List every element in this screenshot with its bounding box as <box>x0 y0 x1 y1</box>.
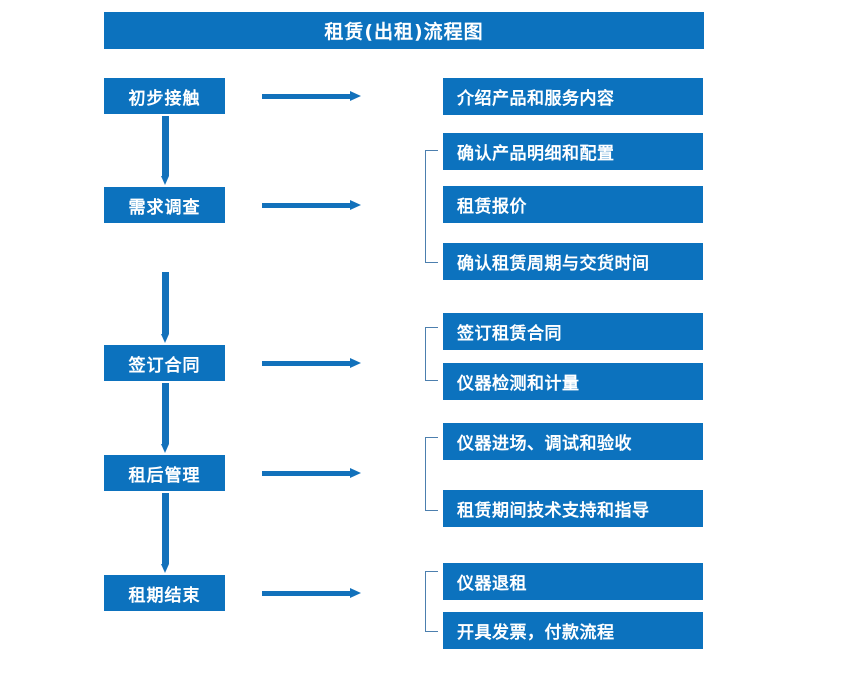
arrow-stem <box>162 272 169 334</box>
horizontal-arrow-4 <box>262 467 361 479</box>
stage-box-5[interactable]: 租期结束 <box>104 575 225 611</box>
horizontal-arrow-2 <box>262 199 361 211</box>
arrow-stem <box>262 361 352 366</box>
detail-box-7[interactable]: 仪器进场、调试和验收 <box>443 423 703 460</box>
detail-box-8[interactable]: 租赁期间技术支持和指导 <box>443 490 703 527</box>
detail-box-4[interactable]: 确认租赁周期与交货时间 <box>443 243 703 280</box>
detail-box-1[interactable]: 介绍产品和服务内容 <box>443 78 703 115</box>
horizontal-arrow-5 <box>262 587 361 599</box>
detail-box-5[interactable]: 签订租赁合同 <box>443 313 703 350</box>
horizontal-arrow-1 <box>262 90 361 102</box>
arrow-head-icon <box>161 334 169 343</box>
group-bracket-1 <box>425 150 438 263</box>
arrow-head-icon <box>161 444 169 453</box>
arrow-stem <box>162 383 169 444</box>
arrow-head-icon <box>350 357 361 368</box>
detail-box-10[interactable]: 开具发票，付款流程 <box>443 612 703 649</box>
arrow-stem <box>162 116 169 176</box>
arrow-head-icon <box>350 587 361 598</box>
stage-box-3[interactable]: 签订合同 <box>104 345 225 381</box>
stage-box-1[interactable]: 初步接触 <box>104 78 225 114</box>
detail-box-2[interactable]: 确认产品明细和配置 <box>443 133 703 170</box>
arrow-head-icon <box>350 467 361 478</box>
group-bracket-3 <box>425 437 438 511</box>
vertical-arrow-4 <box>161 493 170 573</box>
detail-box-9[interactable]: 仪器退租 <box>443 563 703 600</box>
detail-box-3[interactable]: 租赁报价 <box>443 186 703 223</box>
arrow-head-icon <box>161 176 169 185</box>
stage-box-4[interactable]: 租后管理 <box>104 455 225 491</box>
arrow-stem <box>262 94 352 99</box>
arrow-head-icon <box>350 199 361 210</box>
vertical-arrow-3 <box>161 383 170 453</box>
group-bracket-2 <box>425 327 438 381</box>
flowchart-title: 租赁(出租)流程图 <box>104 12 704 49</box>
arrow-head-icon <box>161 564 169 573</box>
vertical-arrow-1 <box>161 116 170 185</box>
vertical-arrow-2 <box>161 272 170 343</box>
arrow-stem <box>262 203 352 208</box>
stage-box-2[interactable]: 需求调查 <box>104 187 225 223</box>
arrow-stem <box>262 471 352 476</box>
arrow-head-icon <box>350 90 361 101</box>
arrow-stem <box>262 591 352 596</box>
detail-box-6[interactable]: 仪器检测和计量 <box>443 363 703 400</box>
arrow-stem <box>162 493 169 564</box>
horizontal-arrow-3 <box>262 357 361 369</box>
group-bracket-4 <box>425 571 438 632</box>
